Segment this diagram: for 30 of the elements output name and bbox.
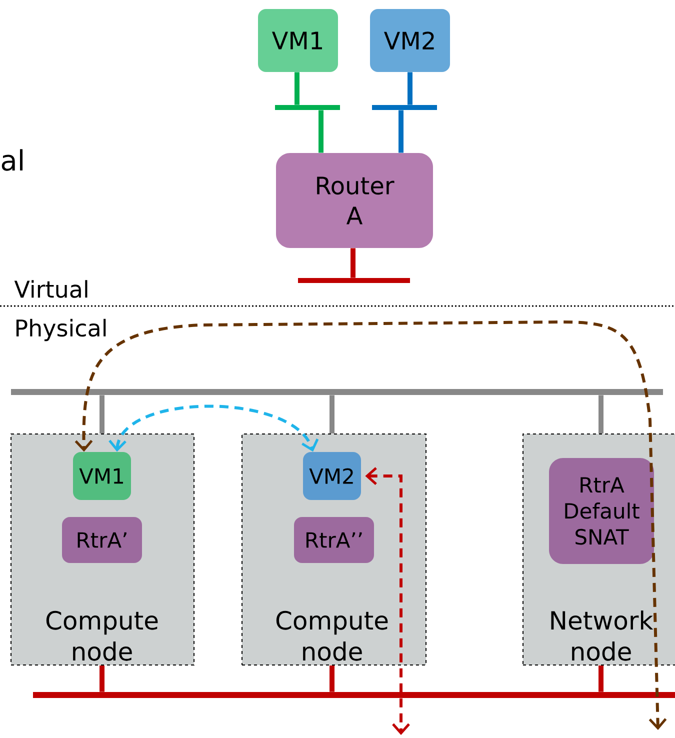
network-bar bbox=[33, 692, 675, 698]
vm-box: RtrA’’ bbox=[294, 517, 374, 563]
vm-box: VM1 bbox=[73, 452, 131, 500]
router-box: Router A bbox=[276, 153, 433, 248]
vm-box: VM1 bbox=[258, 9, 338, 72]
link-line bbox=[598, 666, 604, 692]
dashed-arrow bbox=[365, 467, 410, 735]
link-line bbox=[100, 395, 104, 434]
link-line bbox=[318, 110, 324, 153]
region-label: Physical bbox=[16, 318, 106, 342]
region-label: al bbox=[2, 149, 23, 171]
dashed-arrow bbox=[74, 320, 667, 730]
link-line bbox=[350, 248, 356, 278]
router-box: RtrA Default SNAT bbox=[549, 458, 654, 564]
vm-box: VM2 bbox=[303, 452, 361, 500]
vm-box: VM2 bbox=[370, 9, 450, 72]
link-line bbox=[294, 72, 300, 105]
link-line bbox=[398, 110, 404, 153]
network-bar bbox=[275, 105, 340, 110]
network-bar bbox=[11, 389, 663, 395]
link-line bbox=[598, 395, 604, 434]
region-label: Virtual bbox=[14, 280, 88, 298]
network-bar bbox=[298, 278, 410, 283]
link-line bbox=[100, 666, 104, 692]
network-bar bbox=[372, 105, 437, 110]
vm-box: RtrA’ bbox=[62, 517, 142, 563]
dashed-arrow bbox=[108, 404, 319, 452]
link-line bbox=[330, 666, 334, 692]
link-line bbox=[408, 72, 412, 105]
link-line bbox=[330, 395, 334, 434]
